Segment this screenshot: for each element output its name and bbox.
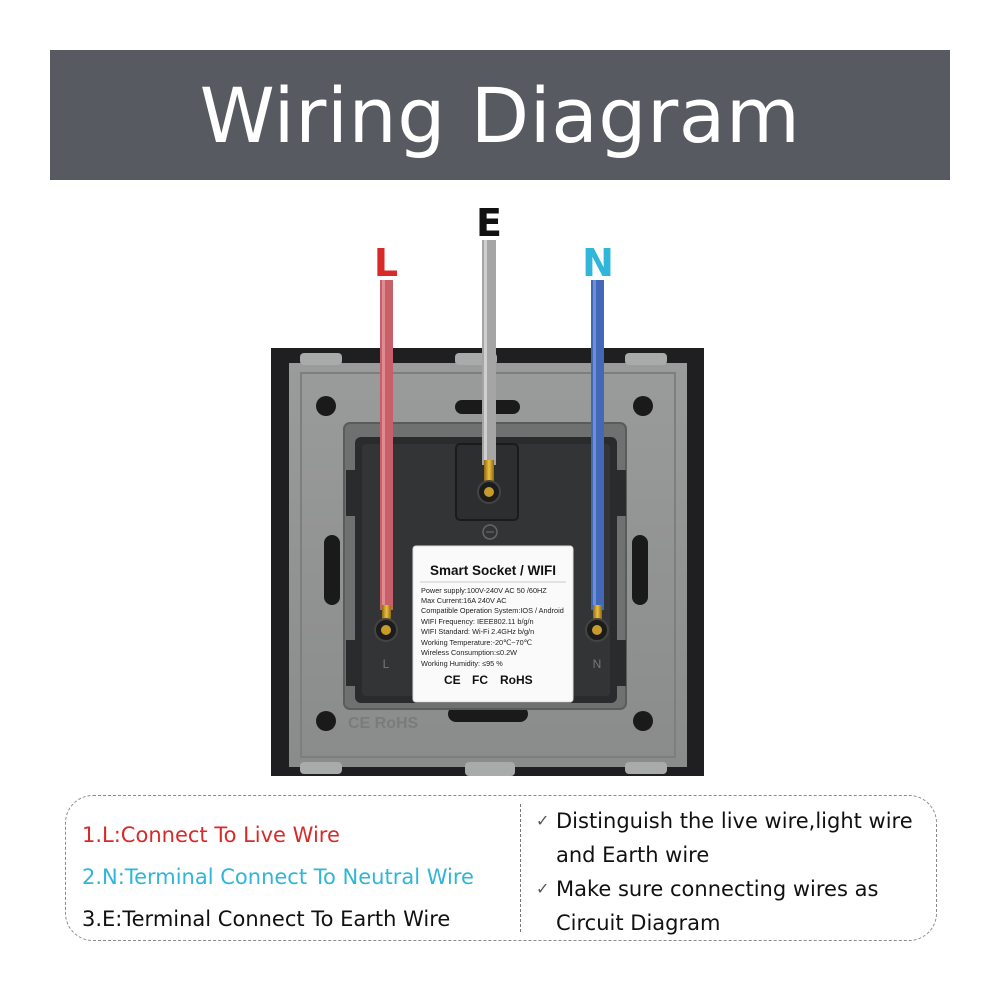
tip-item: ✓ Make sure connecting wires as Circuit …	[536, 872, 931, 940]
tip-item: ✓ Distinguish the live wire,light wire a…	[536, 804, 931, 872]
product-label: Smart Socket / WIFI Power supply:100V-24…	[412, 545, 574, 703]
spec-line: Max Current:16A 240V AC	[421, 596, 507, 605]
screw-hole	[316, 396, 336, 416]
terminal-neutral-mark: N	[593, 657, 602, 671]
instruction-earth: 3.E:Terminal Connect To Earth Wire	[82, 907, 451, 931]
rohs-mark: RoHS	[500, 673, 533, 687]
wiring-diagram: L E N CE RoHS L N	[271, 201, 704, 776]
tip-text: Make sure connecting wires as	[556, 877, 879, 901]
screw-hole	[633, 711, 653, 731]
tips-list: ✓ Distinguish the live wire,light wire a…	[536, 804, 931, 940]
wire-label-earth: E	[476, 201, 502, 245]
tip-text: Distinguish the live wire,light wire	[556, 809, 913, 833]
ce-mark: CE	[444, 673, 461, 687]
tip-text: Circuit Diagram	[556, 911, 721, 935]
terminal-live-mark: L	[383, 657, 390, 671]
page-title: Wiring Diagram	[199, 70, 801, 160]
wire-label-live: L	[374, 241, 398, 285]
plate-marks: CE RoHS	[348, 715, 419, 732]
check-icon: ✓	[536, 879, 550, 898]
title-banner: Wiring Diagram	[50, 50, 950, 180]
tip-text: and Earth wire	[556, 843, 710, 867]
instructions-box: 1.L:Connect To Live Wire 2.N:Terminal Co…	[65, 795, 937, 941]
spec-line: Power supply:100V-240V AC 50 /60HZ	[421, 586, 547, 595]
spec-line: WIFI Frequency: IEEE802.11 b/g/n	[421, 617, 534, 626]
spec-line: Wireless Consumption:≤0.2W	[421, 648, 517, 657]
fc-mark: FC	[472, 673, 488, 687]
spec-line: Working Humidity: ≤95 %	[421, 659, 503, 668]
wire-instructions: 1.L:Connect To Live Wire 2.N:Terminal Co…	[82, 814, 474, 940]
wire-label-neutral: N	[582, 241, 614, 285]
screw-hole	[633, 396, 653, 416]
screw-hole	[316, 711, 336, 731]
live-wire	[380, 280, 393, 610]
check-icon: ✓	[536, 811, 550, 830]
neutral-wire	[591, 280, 604, 610]
product-label-title: Smart Socket / WIFI	[430, 563, 556, 578]
spec-line: Working Temperature:-20℃~70℃	[421, 638, 532, 647]
instruction-live: 1.L:Connect To Live Wire	[82, 823, 340, 847]
spec-line: Compatible Operation System:IOS / Androi…	[421, 606, 564, 615]
spec-line: WIFI Standard: Wi-Fi 2.4GHz b/g/n	[421, 627, 534, 636]
instruction-neutral: 2.N:Terminal Connect To Neutral Wire	[82, 865, 474, 889]
divider	[520, 804, 521, 932]
